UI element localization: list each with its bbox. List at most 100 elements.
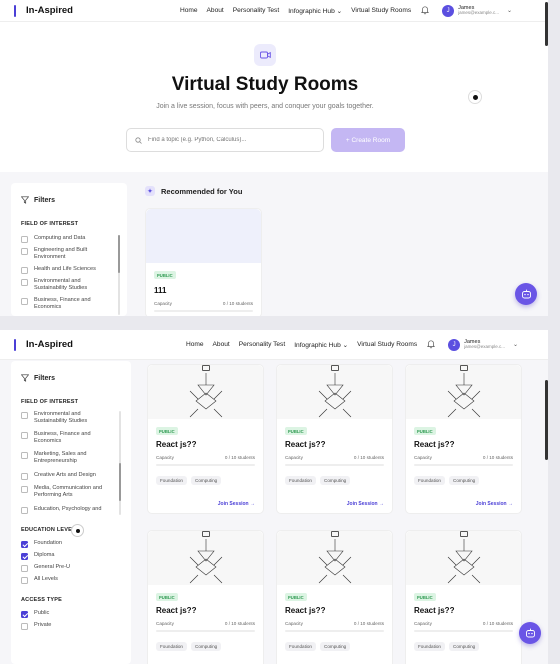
nav-about[interactable]: About — [212, 341, 230, 348]
page-scrollbar[interactable] — [545, 380, 548, 460]
room-cover-image — [406, 531, 521, 585]
checkbox-checked[interactable] — [21, 552, 28, 560]
filter-option[interactable]: Public — [21, 610, 49, 618]
room-cover-image — [277, 531, 392, 585]
page-scrollbar[interactable] — [545, 2, 548, 46]
filter-option[interactable]: Computing and Data — [21, 235, 111, 243]
user-menu[interactable]: J James james@example.c... ⌄ — [448, 338, 518, 351]
capacity-label: Capacity — [156, 455, 174, 460]
filter-option-label: Computing and Data — [34, 235, 86, 241]
checkbox[interactable] — [21, 278, 28, 286]
chatbot-button[interactable] — [515, 283, 537, 305]
checkbox-checked[interactable] — [21, 540, 28, 548]
user-menu[interactable]: J James james@example.c... ⌄ — [442, 4, 512, 17]
join-session-link[interactable]: Join Session → — [217, 501, 255, 507]
chatbot-icon — [525, 628, 535, 638]
scrollbar-track[interactable] — [118, 235, 120, 315]
filter-option[interactable]: Business, Finance and Economics — [21, 297, 111, 312]
filter-option[interactable]: Media, Communication and Performing Arts — [21, 485, 113, 500]
chatbot-button[interactable] — [519, 622, 541, 644]
checkbox[interactable] — [21, 472, 28, 480]
room-card[interactable]: PUBLIC 111 Capacity 0 / 10 students — [145, 208, 262, 316]
filter-option[interactable]: Business, Finance and Economics — [21, 431, 113, 446]
tag: Foundation — [156, 642, 187, 651]
filter-option-label: Public — [34, 610, 50, 616]
bell-icon[interactable] — [420, 6, 430, 16]
nav-infographic-hub-label: Infographic Hub — [288, 7, 335, 15]
filter-option-label: Business, Finance and Economics — [34, 431, 91, 445]
checkbox[interactable] — [21, 297, 28, 305]
search-input[interactable] — [148, 137, 308, 143]
status-badge: PUBLIC — [414, 427, 436, 435]
logo-mark — [14, 338, 16, 351]
checkbox[interactable] — [21, 506, 28, 514]
search-box[interactable] — [126, 128, 324, 152]
nav-personality-test[interactable]: Personality Test — [238, 341, 286, 348]
filter-option[interactable]: Foundation — [21, 540, 62, 548]
room-cover-image — [277, 365, 392, 419]
filter-option[interactable]: Marketing, Sales and Entrepreneurship — [21, 451, 113, 466]
checkbox-checked[interactable] — [21, 610, 28, 618]
nav-home[interactable]: Home — [185, 341, 204, 348]
filter-option[interactable]: Education, Psychology and — [21, 506, 113, 514]
nav-about[interactable]: About — [206, 7, 224, 14]
filter-option[interactable]: General Pre-U — [21, 564, 70, 572]
nav-personality-test[interactable]: Personality Test — [232, 7, 280, 14]
filter-option[interactable]: All Levels — [21, 576, 58, 584]
join-session-link[interactable]: Join Session → — [346, 501, 384, 507]
checkbox[interactable] — [21, 451, 28, 459]
scrollbar-thumb[interactable] — [118, 235, 120, 273]
tag: Foundation — [156, 476, 187, 485]
bell-icon[interactable] — [426, 340, 436, 350]
status-badge: PUBLIC — [285, 593, 307, 601]
checkbox[interactable] — [21, 622, 28, 630]
navbar: In-Aspired Home About Personality Test I… — [0, 0, 548, 22]
nav-links: Home About Personality Test Infographic … — [179, 4, 548, 17]
checkbox[interactable] — [21, 576, 28, 584]
filter-option-label: Health and Life Sciences — [34, 266, 96, 272]
filter-option[interactable]: Environmental and Sustainability Studies — [21, 411, 113, 426]
checkbox[interactable] — [21, 266, 28, 274]
hero: Virtual Study Rooms Join a live session,… — [0, 22, 548, 172]
filters-sidebar: Filters FIELD OF INTEREST Environmental … — [11, 361, 131, 664]
filter-option[interactable]: Creative Arts and Design — [21, 472, 113, 480]
chevron-down-icon: ⌄ — [342, 341, 349, 349]
nav-infographic-hub[interactable]: Infographic Hub ⌄ — [294, 341, 348, 349]
nav-virtual-study-rooms[interactable]: Virtual Study Rooms — [351, 7, 412, 14]
nav-home[interactable]: Home — [179, 7, 198, 14]
filter-option[interactable]: Engineering and Built Environment — [21, 247, 111, 262]
status-badge: PUBLIC — [414, 593, 436, 601]
cursor-indicator — [71, 524, 84, 537]
filter-option[interactable]: Private — [21, 622, 51, 630]
status-badge: PUBLIC — [156, 427, 178, 435]
checkbox[interactable] — [21, 235, 28, 243]
scrollbar-thumb[interactable] — [119, 463, 121, 501]
nav-infographic-hub[interactable]: Infographic Hub ⌄ — [288, 7, 342, 15]
filter-option[interactable]: Health and Life Sciences — [21, 266, 111, 274]
checkbox[interactable] — [21, 564, 28, 572]
filter-option[interactable]: Diploma — [21, 552, 55, 560]
checkbox[interactable] — [21, 247, 28, 255]
checkbox[interactable] — [21, 411, 28, 419]
join-session-link[interactable]: Join Session → — [475, 501, 513, 507]
checkbox[interactable] — [21, 485, 28, 493]
image-icon — [460, 531, 468, 537]
create-room-button[interactable]: + Create Room — [331, 128, 405, 152]
checkbox[interactable] — [21, 431, 28, 439]
capacity-label: Capacity — [285, 621, 303, 626]
logo[interactable]: In-Aspired — [14, 4, 73, 17]
status-badge: PUBLIC — [154, 271, 176, 279]
filter-option[interactable]: Environmental and Sustainability Studies — [21, 278, 111, 293]
filter-option-label: Private — [34, 622, 52, 628]
room-cover-image — [148, 531, 263, 585]
logo[interactable]: In-Aspired — [14, 338, 73, 351]
nav-virtual-study-rooms[interactable]: Virtual Study Rooms — [357, 341, 418, 348]
